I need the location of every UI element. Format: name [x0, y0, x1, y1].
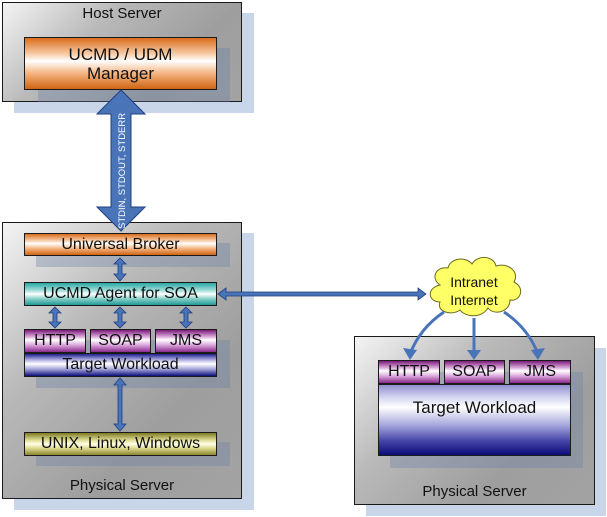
agent-soap-arrow: [113, 306, 127, 329]
right-server-label: Physical Server: [422, 483, 527, 500]
stream-double-arrow: STDIN, STDOUT, STDERR: [95, 89, 147, 232]
cloud-http-arrow: [403, 310, 445, 360]
left-protocol-soap: SOAP: [90, 329, 151, 353]
manager-box: UCMD / UDM Manager: [24, 37, 217, 90]
left-protocol-http: HTTP: [24, 329, 86, 353]
stream-arrow-label: STDIN, STDOUT, STDERR: [117, 113, 128, 229]
right-protocol-http: HTTP: [378, 360, 440, 384]
right-protocol-jms: JMS: [509, 360, 571, 384]
cloud-jms-arrow: [503, 310, 545, 360]
agent-cloud-arrow: [217, 287, 427, 301]
host-server-label: Host Server: [82, 5, 162, 22]
agent-jms-arrow: [179, 306, 193, 329]
cloud-soap-arrow: [467, 318, 481, 360]
right-target-workload: Target Workload: [378, 384, 571, 456]
os-box: UNIX, Linux, Windows: [24, 432, 217, 456]
network-cloud-icon: Intranet Internet: [429, 257, 522, 317]
agent-box: UCMD Agent for SOA: [24, 282, 217, 306]
manager-line1: UCMD / UDM: [68, 44, 173, 64]
right-protocol-soap: SOAP: [444, 360, 505, 384]
left-protocol-jms: JMS: [155, 329, 217, 353]
left-server-label: Physical Server: [69, 477, 175, 494]
universal-broker-box: Universal Broker: [24, 233, 217, 256]
cloud-line2: Internet: [450, 292, 498, 308]
cloud-line1: Intranet: [450, 274, 498, 290]
broker-agent-arrow: [113, 257, 127, 282]
workload-os-arrow: [113, 377, 127, 432]
left-target-workload: Target Workload: [24, 353, 217, 377]
manager-line2: Manager: [86, 63, 155, 83]
agent-http-arrow: [48, 306, 62, 329]
right-target-workload-label: Target Workload: [412, 398, 537, 417]
